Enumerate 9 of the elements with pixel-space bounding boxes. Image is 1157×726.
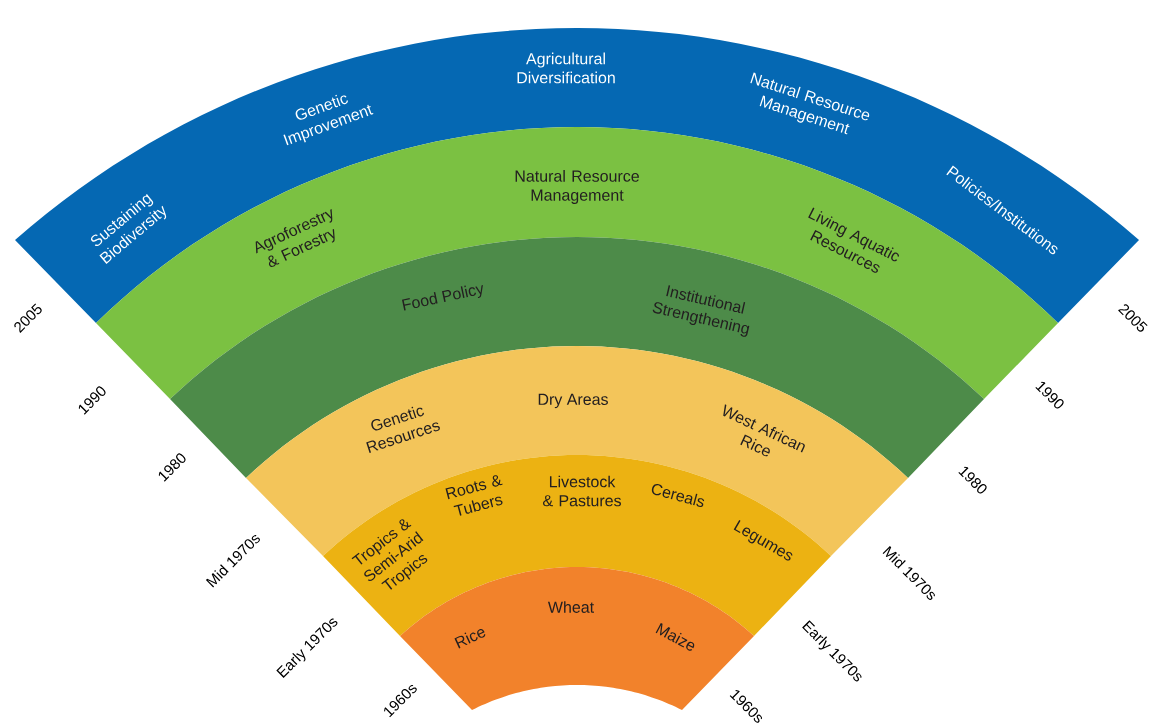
band-label: Agricultural Diversification	[517, 52, 615, 84]
band-label: Food Policy	[402, 285, 483, 311]
band-label: Livestock & Pastures	[543, 475, 621, 507]
band-label: Wheat	[547, 601, 594, 613]
band-label: Natural Resource Management	[515, 170, 639, 204]
band-label: Rice	[454, 629, 486, 649]
band-label: Cereals	[651, 483, 705, 507]
band-label: Dry Areas	[538, 393, 608, 409]
band-label: Roots & Tubers	[445, 475, 503, 516]
